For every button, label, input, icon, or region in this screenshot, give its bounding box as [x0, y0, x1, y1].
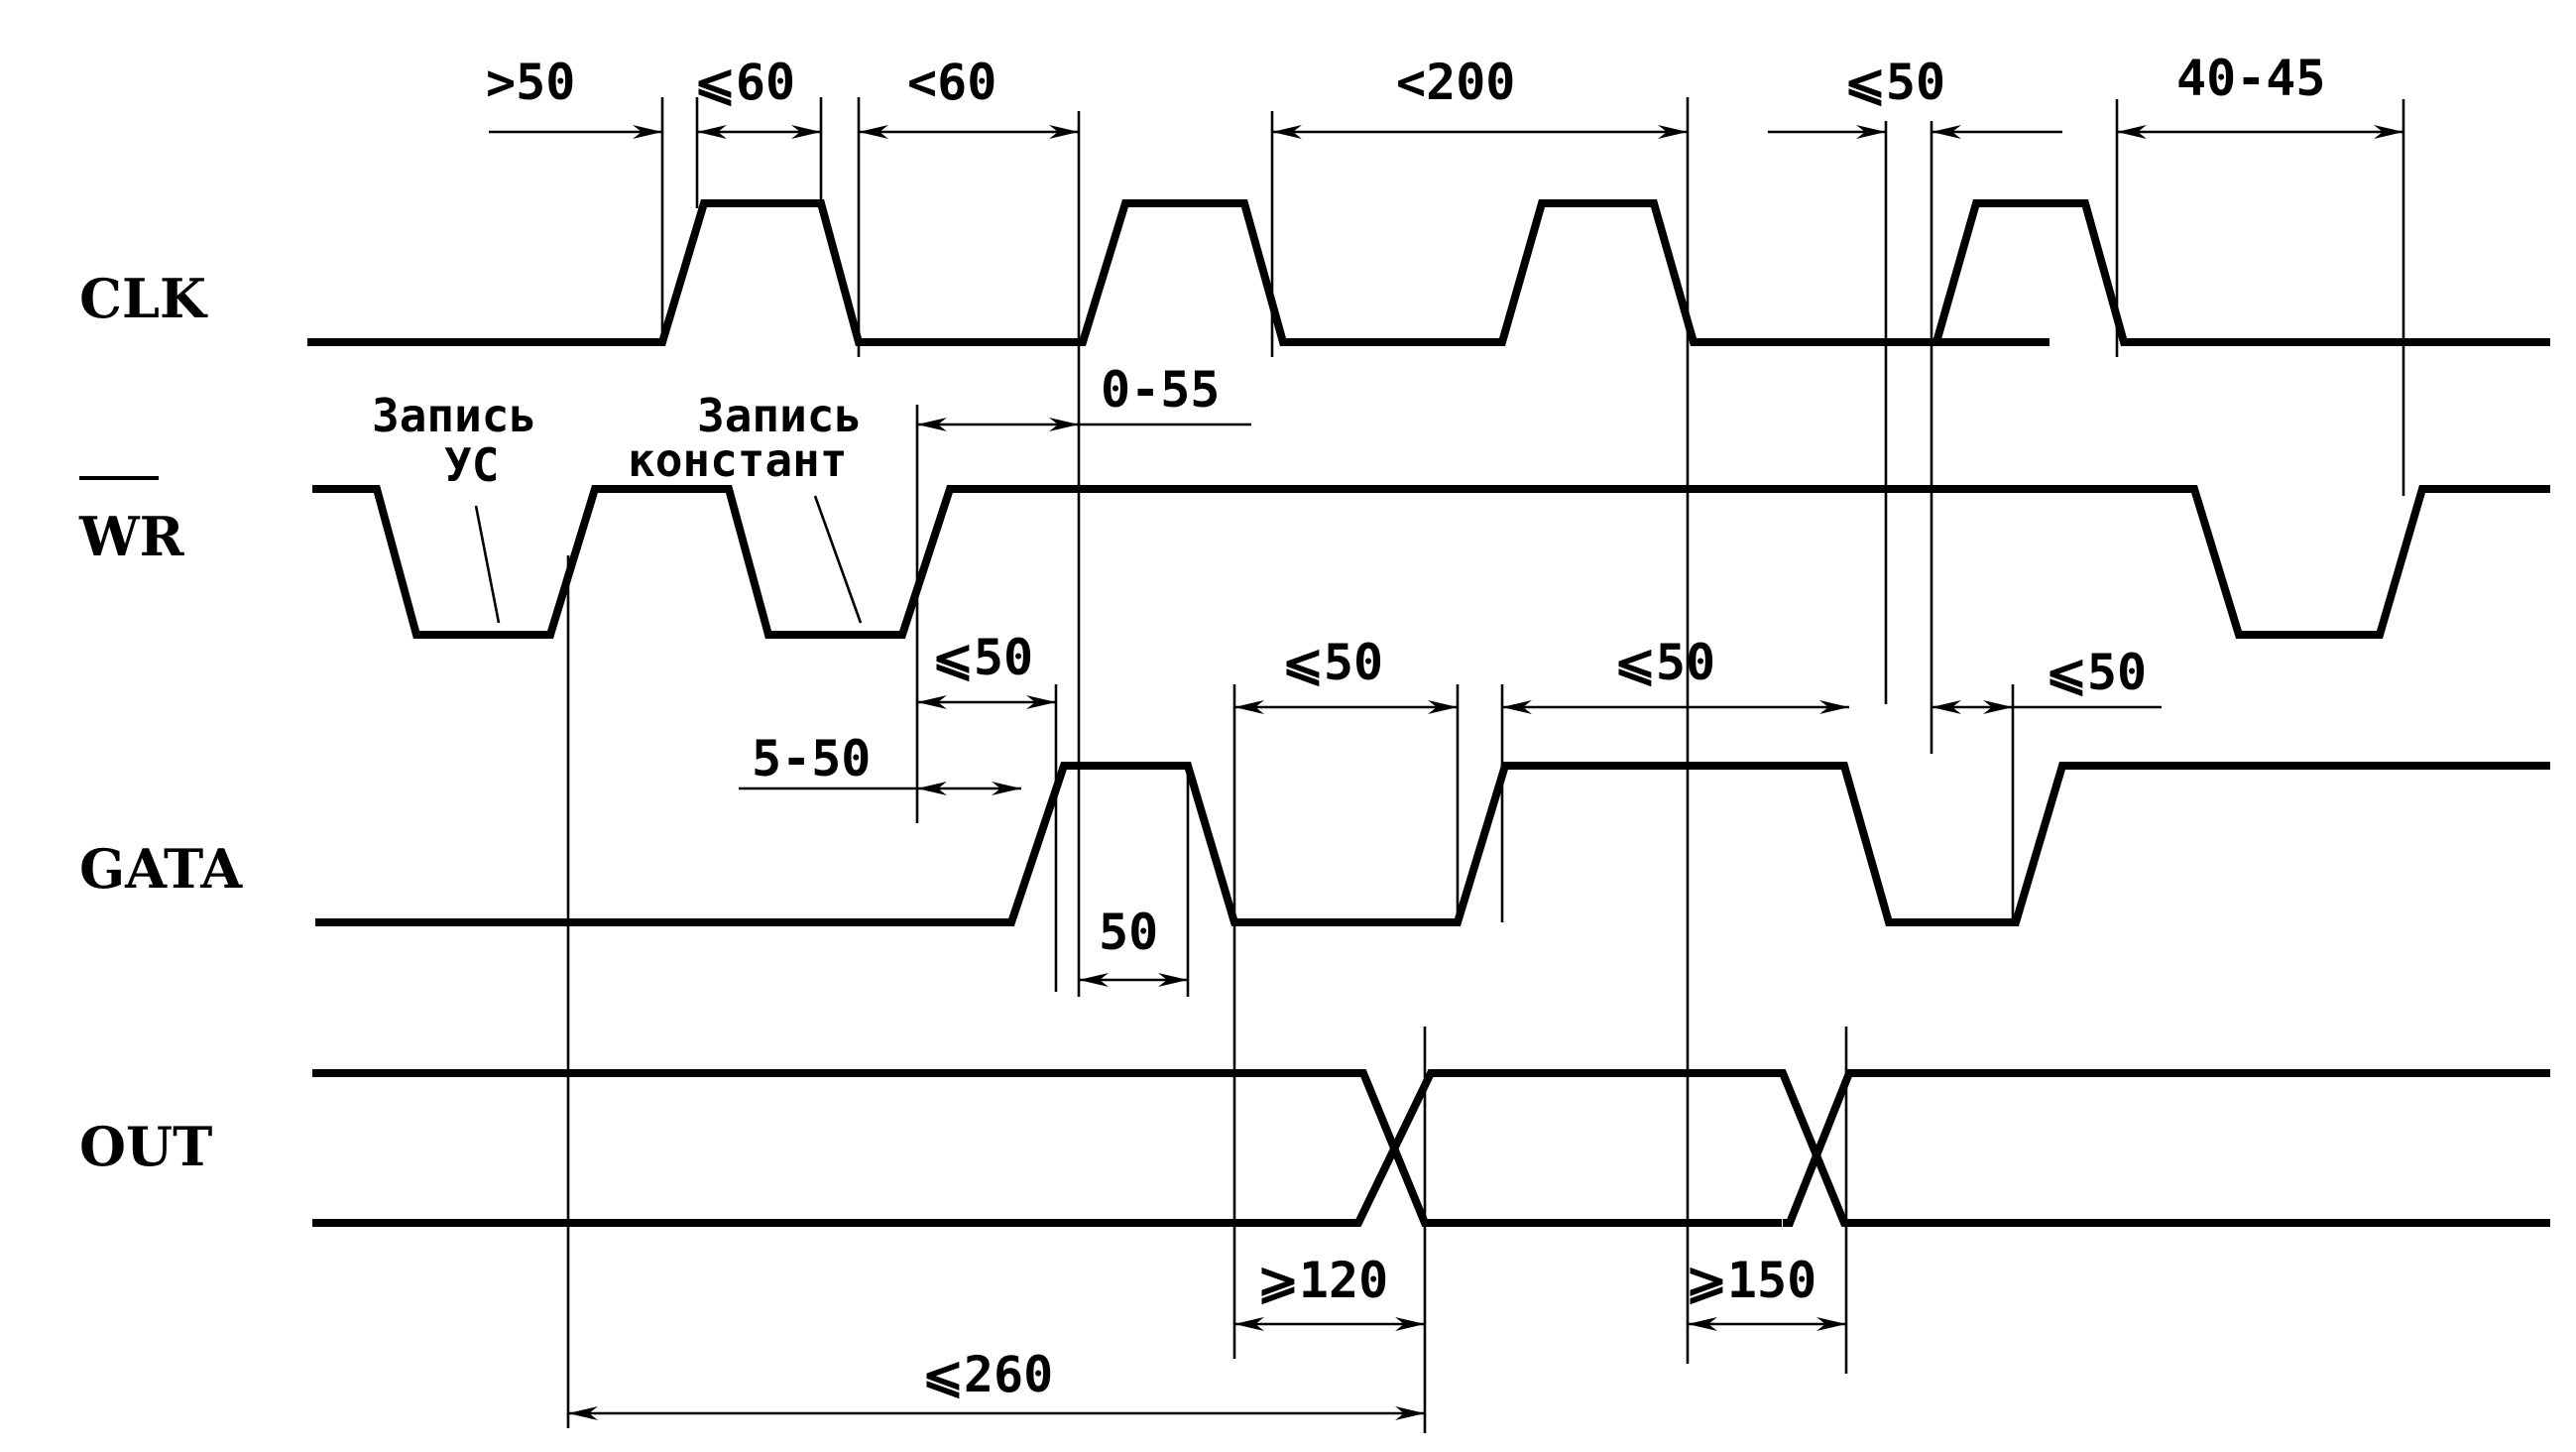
timing-t14: ⩾120: [1257, 1252, 1388, 1309]
out-waveform-right: [1783, 1069, 2550, 1227]
timing-t15: ⩾150: [1686, 1252, 1816, 1309]
guide-lines: [566, 97, 2405, 1433]
wr-label: WR: [78, 505, 185, 568]
out-waveform-lower: [312, 1069, 2550, 1227]
timing-t6: 40-45: [2176, 50, 2326, 107]
timing-t5: ⩽50: [1844, 54, 1945, 111]
wr-waveform: [312, 485, 2550, 639]
timing-t13: 50: [1099, 904, 1158, 961]
timing-t10: ⩽50: [1282, 634, 1383, 691]
timing-t7: 0-55: [1101, 361, 1220, 419]
gata-waveform: [315, 762, 2550, 926]
note-write-const-line1: Запись: [697, 389, 862, 442]
timing-t4: <200: [1396, 54, 1515, 111]
note-write-cw-leader: [474, 505, 501, 624]
clk-label: CLK: [79, 267, 208, 330]
timing-t8: ⩽50: [932, 629, 1033, 686]
timing-t3: <60: [907, 54, 996, 111]
out-label: OUT: [79, 1115, 212, 1178]
note-write-cw-line1: Запись: [372, 389, 536, 442]
timing-t11: ⩽50: [1614, 634, 1715, 691]
out-waveform-upper: [312, 1069, 1782, 1227]
note-write-const-line2: констант: [628, 433, 848, 487]
note-write-cw-line2: УС: [444, 438, 499, 492]
note-write-const-leader: [813, 495, 863, 624]
timing-t1: >50: [486, 54, 575, 111]
gata-label: GATA: [79, 837, 243, 901]
timing-t16: ⩽260: [922, 1346, 1053, 1403]
clk-waveform: [307, 199, 2550, 346]
timing-t2: ⩽60: [694, 54, 795, 111]
timing-t9: 5-50: [752, 730, 871, 787]
timing-t12: ⩽50: [2046, 644, 2147, 701]
